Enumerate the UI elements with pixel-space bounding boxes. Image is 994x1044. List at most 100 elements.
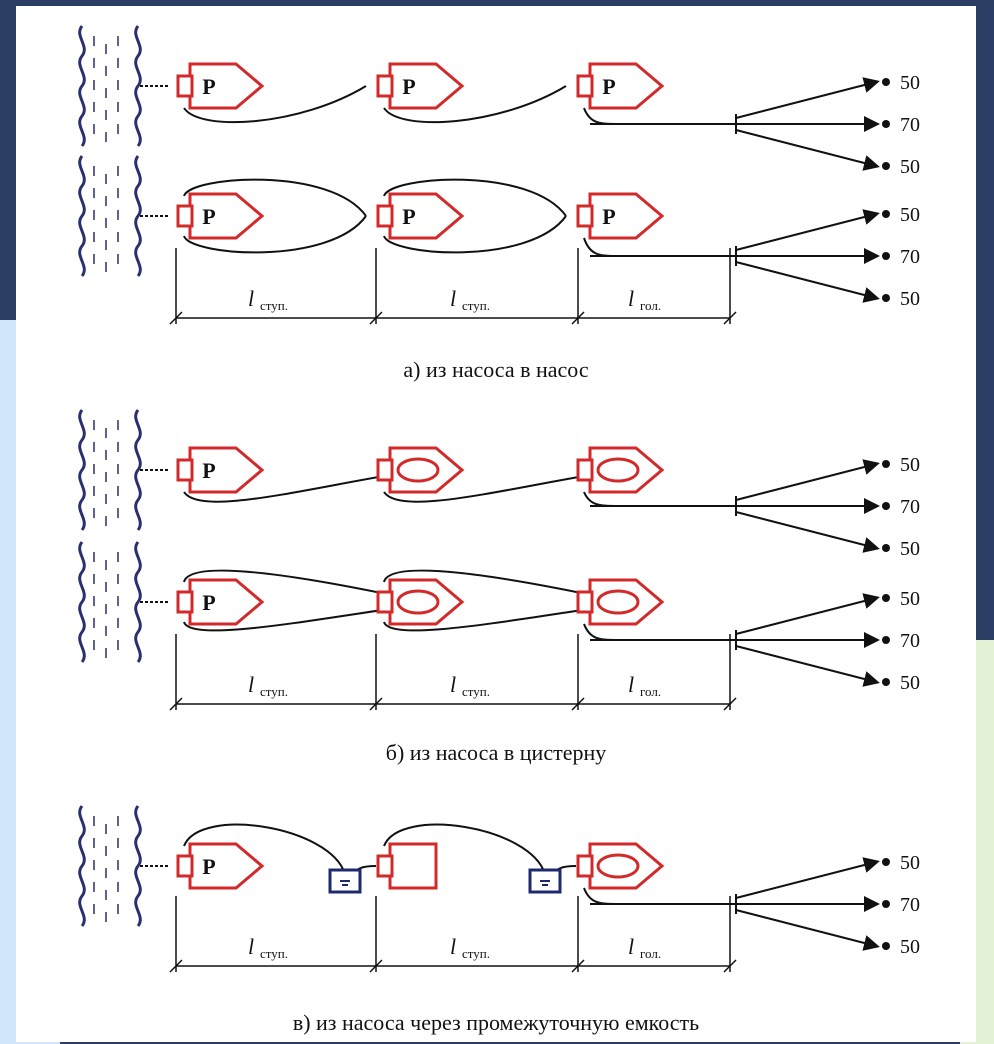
nozzle: [882, 502, 890, 510]
hose-line: [383, 823, 546, 875]
output-diameter: 70: [900, 114, 920, 136]
output-diameter: 50: [900, 852, 920, 874]
output-diameter: 70: [900, 630, 920, 652]
pump-inlet: [176, 590, 194, 614]
water-bank-left: [78, 805, 86, 927]
water-bank-right: [134, 155, 142, 277]
water-bank-right: [134, 25, 142, 147]
pump-inlet: [576, 74, 594, 98]
length-label: l: [628, 286, 634, 311]
tick: [369, 697, 383, 711]
hose-line: [383, 607, 597, 632]
nozzle: [882, 78, 890, 86]
pump-label: P: [602, 204, 615, 229]
length-sublabel: гол.: [640, 684, 661, 699]
nozzle: [882, 942, 890, 950]
branch-line: [735, 593, 880, 635]
water-bank-left: [78, 155, 86, 277]
truck-body: [188, 842, 265, 890]
caption-b: б) из насоса в цистерну: [386, 740, 606, 765]
hose-line: [183, 569, 397, 597]
pump-unit: P: [576, 62, 665, 110]
pump-label: P: [402, 74, 415, 99]
branch-line: [735, 857, 880, 899]
truck-body: [588, 578, 665, 626]
hose-line: [183, 215, 367, 254]
hose-line: [183, 85, 367, 124]
output-diameter: 70: [900, 894, 920, 916]
caption-c: в) из насоса через промежуточную емкость: [293, 1010, 699, 1035]
output-diameter: 50: [900, 204, 920, 226]
tick: [723, 311, 737, 325]
tick: [369, 959, 383, 973]
pump-unit: P: [176, 578, 265, 626]
truck-body: [388, 62, 465, 110]
nozzle: [882, 210, 890, 218]
pump-inlet: [576, 590, 594, 614]
water-bank-left: [78, 409, 86, 531]
branch-line: [735, 77, 880, 119]
branch-outputs: 50 70 50: [590, 852, 920, 958]
tanker-unit: [376, 446, 465, 494]
pump-label: P: [402, 204, 415, 229]
nozzle: [882, 900, 890, 908]
nozzle: [882, 294, 890, 302]
hose-line: [183, 607, 397, 632]
length-sublabel: ступ.: [462, 298, 490, 313]
pump-box-unit: [376, 842, 438, 890]
hose-line: [583, 491, 621, 507]
nozzle: [882, 544, 890, 552]
tanker-unit: [576, 446, 665, 494]
output-diameter: 70: [900, 246, 920, 268]
output-diameter: 70: [900, 496, 920, 518]
caption-a: а) из насоса в насос: [403, 357, 588, 382]
pump-inlet: [176, 458, 194, 482]
length-sublabel: ступ.: [462, 684, 490, 699]
branch-line: [735, 459, 880, 501]
length-label: l: [450, 934, 456, 959]
output-diameter: 50: [900, 936, 920, 958]
truck-body: [388, 192, 465, 240]
hose-line: [383, 473, 597, 503]
pump-inlet: [376, 458, 394, 482]
pump-box: [388, 842, 438, 890]
tick: [571, 311, 585, 325]
pump-unit: P: [176, 446, 265, 494]
hose-line: [583, 887, 621, 905]
length-sublabel: ступ.: [260, 684, 288, 699]
tanker-unit: [376, 578, 465, 626]
pump-label: P: [602, 74, 615, 99]
length-label: l: [628, 672, 634, 697]
pump-label: P: [202, 204, 215, 229]
truck-body: [588, 446, 665, 494]
tanker-unit: [576, 578, 665, 626]
tick: [723, 959, 737, 973]
hose-line: [583, 237, 621, 257]
pump-inlet: [376, 204, 394, 228]
truck-body: [188, 446, 265, 494]
nozzle: [882, 162, 890, 170]
output-diameter: 50: [900, 588, 920, 610]
pump-inlet: [176, 854, 194, 878]
length-sublabel: ступ.: [260, 946, 288, 961]
hose-line: [383, 178, 567, 217]
length-label: l: [248, 672, 254, 697]
length-sublabel: гол.: [640, 298, 661, 313]
water-bank-right: [134, 805, 142, 927]
pump-inlet: [576, 854, 594, 878]
length-label: l: [248, 286, 254, 311]
pump-label: P: [202, 590, 215, 615]
pump-inlet: [576, 458, 594, 482]
pump-unit: P: [376, 62, 465, 110]
branch-line: [735, 209, 880, 251]
tick: [169, 959, 183, 973]
length-sublabel: ступ.: [260, 298, 288, 313]
truck-body: [588, 192, 665, 240]
pump-unit: P: [176, 192, 265, 240]
pump-inlet: [376, 74, 394, 98]
branch-line: [735, 129, 880, 171]
hose-line: [183, 823, 346, 875]
